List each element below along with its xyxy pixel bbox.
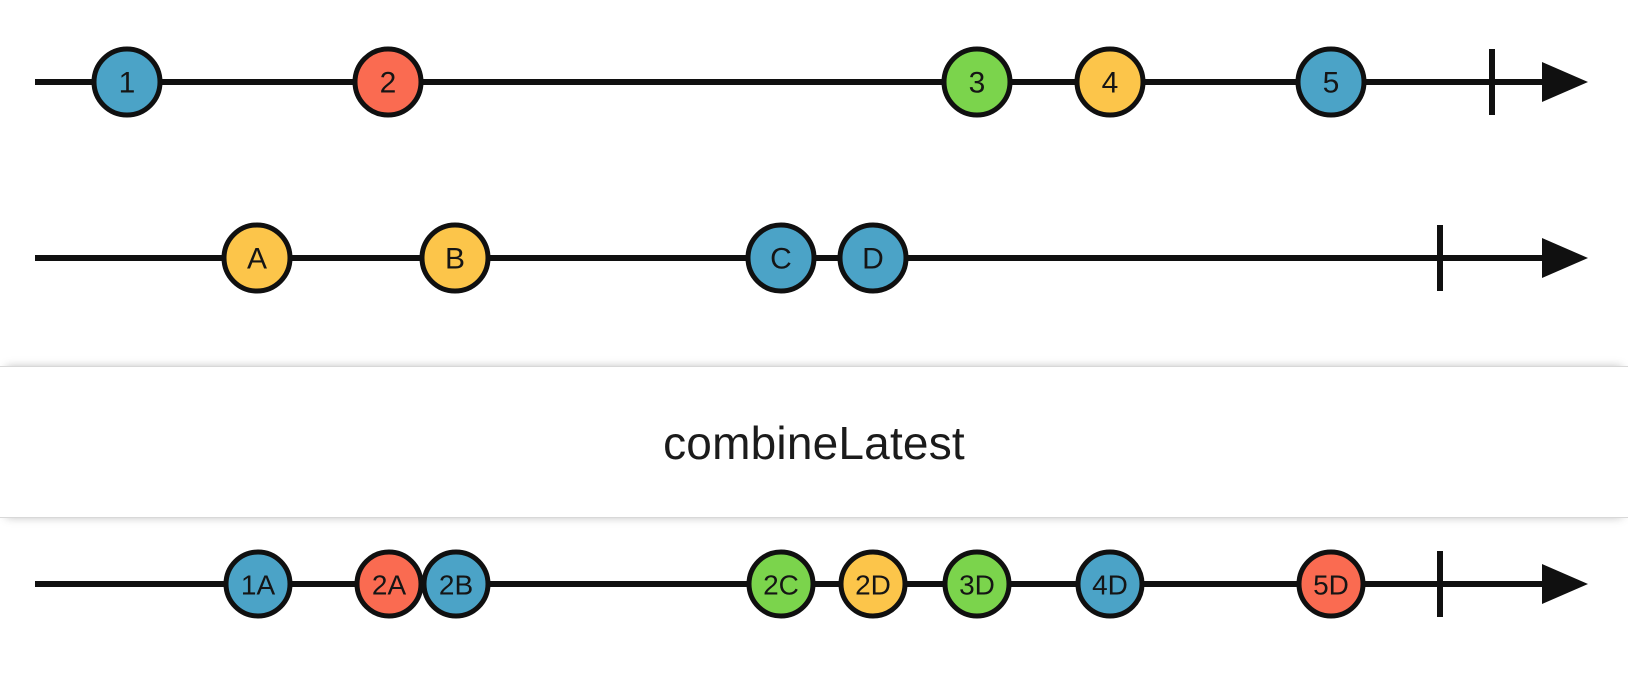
marble[interactable]: A — [221, 222, 293, 294]
marble-label: C — [770, 243, 792, 276]
marble-label: B — [445, 243, 465, 276]
timeline-arrow-icon — [1542, 238, 1588, 278]
marble-circle — [91, 46, 163, 118]
marble-label: 5 — [1323, 67, 1340, 100]
marble[interactable]: 4 — [1074, 46, 1146, 118]
marble-label: 1A — [241, 570, 276, 601]
marble-circle — [838, 549, 908, 619]
marble-circle — [941, 46, 1013, 118]
marble-circle — [352, 46, 424, 118]
operator-name-label: combineLatest — [663, 417, 965, 469]
marble[interactable]: 2B — [421, 549, 491, 619]
marble-label: 3D — [959, 570, 995, 601]
marble[interactable]: 4D — [1075, 549, 1145, 619]
marble-label: 4D — [1092, 570, 1128, 601]
marble-circle — [221, 222, 293, 294]
marble-label: 2B — [439, 570, 473, 601]
marble-circle — [1074, 46, 1146, 118]
timeline-arrow-icon — [1542, 62, 1588, 102]
marble[interactable]: C — [745, 222, 817, 294]
timeline-arrow-icon — [1542, 564, 1588, 604]
marble-label: 2D — [855, 570, 891, 601]
marble-label: 3 — [969, 67, 986, 100]
marble-label: 2C — [763, 570, 799, 601]
marble[interactable]: 2D — [838, 549, 908, 619]
marble-circle — [1295, 46, 1367, 118]
marble[interactable]: 3 — [941, 46, 1013, 118]
marble[interactable]: D — [837, 222, 909, 294]
marble-circle — [223, 549, 293, 619]
marble[interactable]: 1 — [91, 46, 163, 118]
marble-label: 2 — [380, 67, 397, 100]
marble[interactable]: 2A — [354, 549, 424, 619]
marble-label: 1 — [119, 67, 136, 100]
marble[interactable]: 2 — [352, 46, 424, 118]
marble-label: 5D — [1313, 570, 1349, 601]
marble-label: D — [862, 243, 884, 276]
marble[interactable]: 5D — [1296, 549, 1366, 619]
marble-label: 4 — [1102, 67, 1119, 100]
marble-circle — [745, 222, 817, 294]
marble-circle — [419, 222, 491, 294]
marble[interactable]: 5 — [1295, 46, 1367, 118]
marble-circle — [942, 549, 1012, 619]
marble[interactable]: 2C — [746, 549, 816, 619]
timeline-output: 1A 2A 2B 2C 2D 3D 4D 5D — [0, 524, 1628, 644]
marble-circle — [354, 549, 424, 619]
marble-circle — [746, 549, 816, 619]
marble[interactable]: 1A — [223, 549, 293, 619]
marble-circle — [1296, 549, 1366, 619]
operator-band: combineLatest — [0, 366, 1628, 518]
marble[interactable]: 3D — [942, 549, 1012, 619]
marble-circle — [837, 222, 909, 294]
timeline-source-2: A B C D — [0, 198, 1628, 318]
timeline-source-1: 1 2 3 4 5 — [0, 22, 1628, 142]
marble-label: A — [247, 243, 267, 276]
marble-label: 2A — [372, 570, 407, 601]
marble-circle — [421, 549, 491, 619]
marble-circle — [1075, 549, 1145, 619]
marble[interactable]: B — [419, 222, 491, 294]
